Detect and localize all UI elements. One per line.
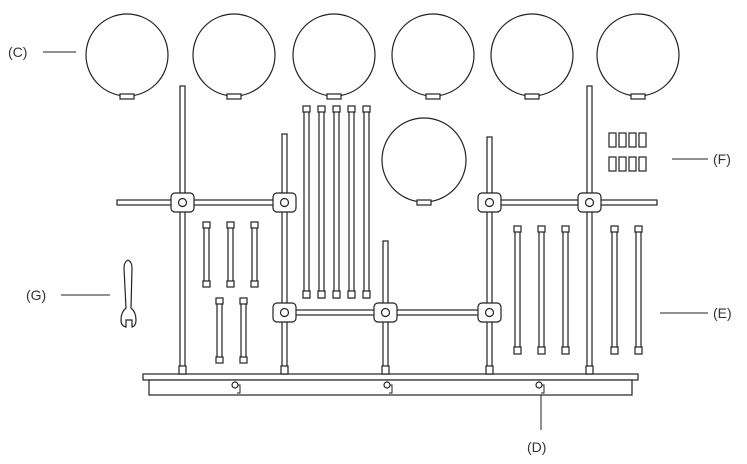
globe-shade bbox=[381, 117, 467, 206]
extension-rod bbox=[215, 297, 224, 364]
callout-label-c: (C) bbox=[8, 44, 27, 60]
globe-shade bbox=[85, 13, 169, 100]
globe-shade bbox=[596, 13, 680, 100]
globe-shade bbox=[192, 13, 276, 100]
base-canopy bbox=[142, 373, 639, 396]
extension-rod bbox=[302, 105, 311, 299]
small-connector bbox=[628, 156, 637, 172]
callout-label-d: (D) bbox=[527, 439, 546, 455]
extension-rod bbox=[250, 221, 259, 288]
globe-shade bbox=[490, 13, 574, 100]
cross-connector bbox=[170, 192, 195, 213]
extension-rod bbox=[347, 105, 356, 299]
mounting-screw bbox=[535, 381, 545, 394]
globe-group bbox=[85, 13, 680, 206]
extension-rod bbox=[537, 225, 546, 355]
cross-connector bbox=[577, 192, 602, 213]
globe-shade bbox=[391, 13, 475, 100]
cross-connector bbox=[272, 192, 297, 213]
frame-rods bbox=[116, 85, 658, 375]
extension-rod bbox=[239, 297, 248, 364]
callout-label-g: (G) bbox=[26, 287, 46, 303]
hub-group bbox=[170, 192, 602, 323]
globe-shade bbox=[292, 13, 376, 100]
small-connector bbox=[638, 156, 647, 172]
callout-label-e: (E) bbox=[713, 305, 732, 321]
extension-rod bbox=[561, 225, 570, 355]
cross-connector bbox=[477, 302, 502, 323]
small-connector bbox=[628, 132, 637, 148]
extension-rod bbox=[317, 105, 326, 299]
mounting-screw bbox=[383, 381, 393, 394]
extension-rod bbox=[362, 105, 371, 299]
small-connector bbox=[608, 132, 617, 148]
extension-rod bbox=[634, 225, 643, 355]
small-connector bbox=[638, 132, 647, 148]
cross-connector bbox=[272, 302, 297, 323]
small-connector bbox=[618, 156, 627, 172]
cross-connector bbox=[477, 192, 502, 213]
mounting-screw bbox=[231, 381, 241, 394]
extension-rod bbox=[332, 105, 341, 299]
callout-label-f: (F) bbox=[713, 151, 731, 167]
extension-rod bbox=[610, 225, 619, 355]
small-connector bbox=[608, 156, 617, 172]
extension-rod bbox=[226, 221, 235, 288]
screw-group bbox=[231, 381, 545, 394]
extension-rod bbox=[513, 225, 522, 355]
cross-connector bbox=[373, 302, 398, 323]
extension-rod bbox=[202, 221, 211, 288]
small-connector bbox=[618, 132, 627, 148]
small-connector-group bbox=[608, 132, 647, 172]
extension-rod-group bbox=[202, 105, 643, 364]
wrench-icon bbox=[120, 259, 137, 328]
